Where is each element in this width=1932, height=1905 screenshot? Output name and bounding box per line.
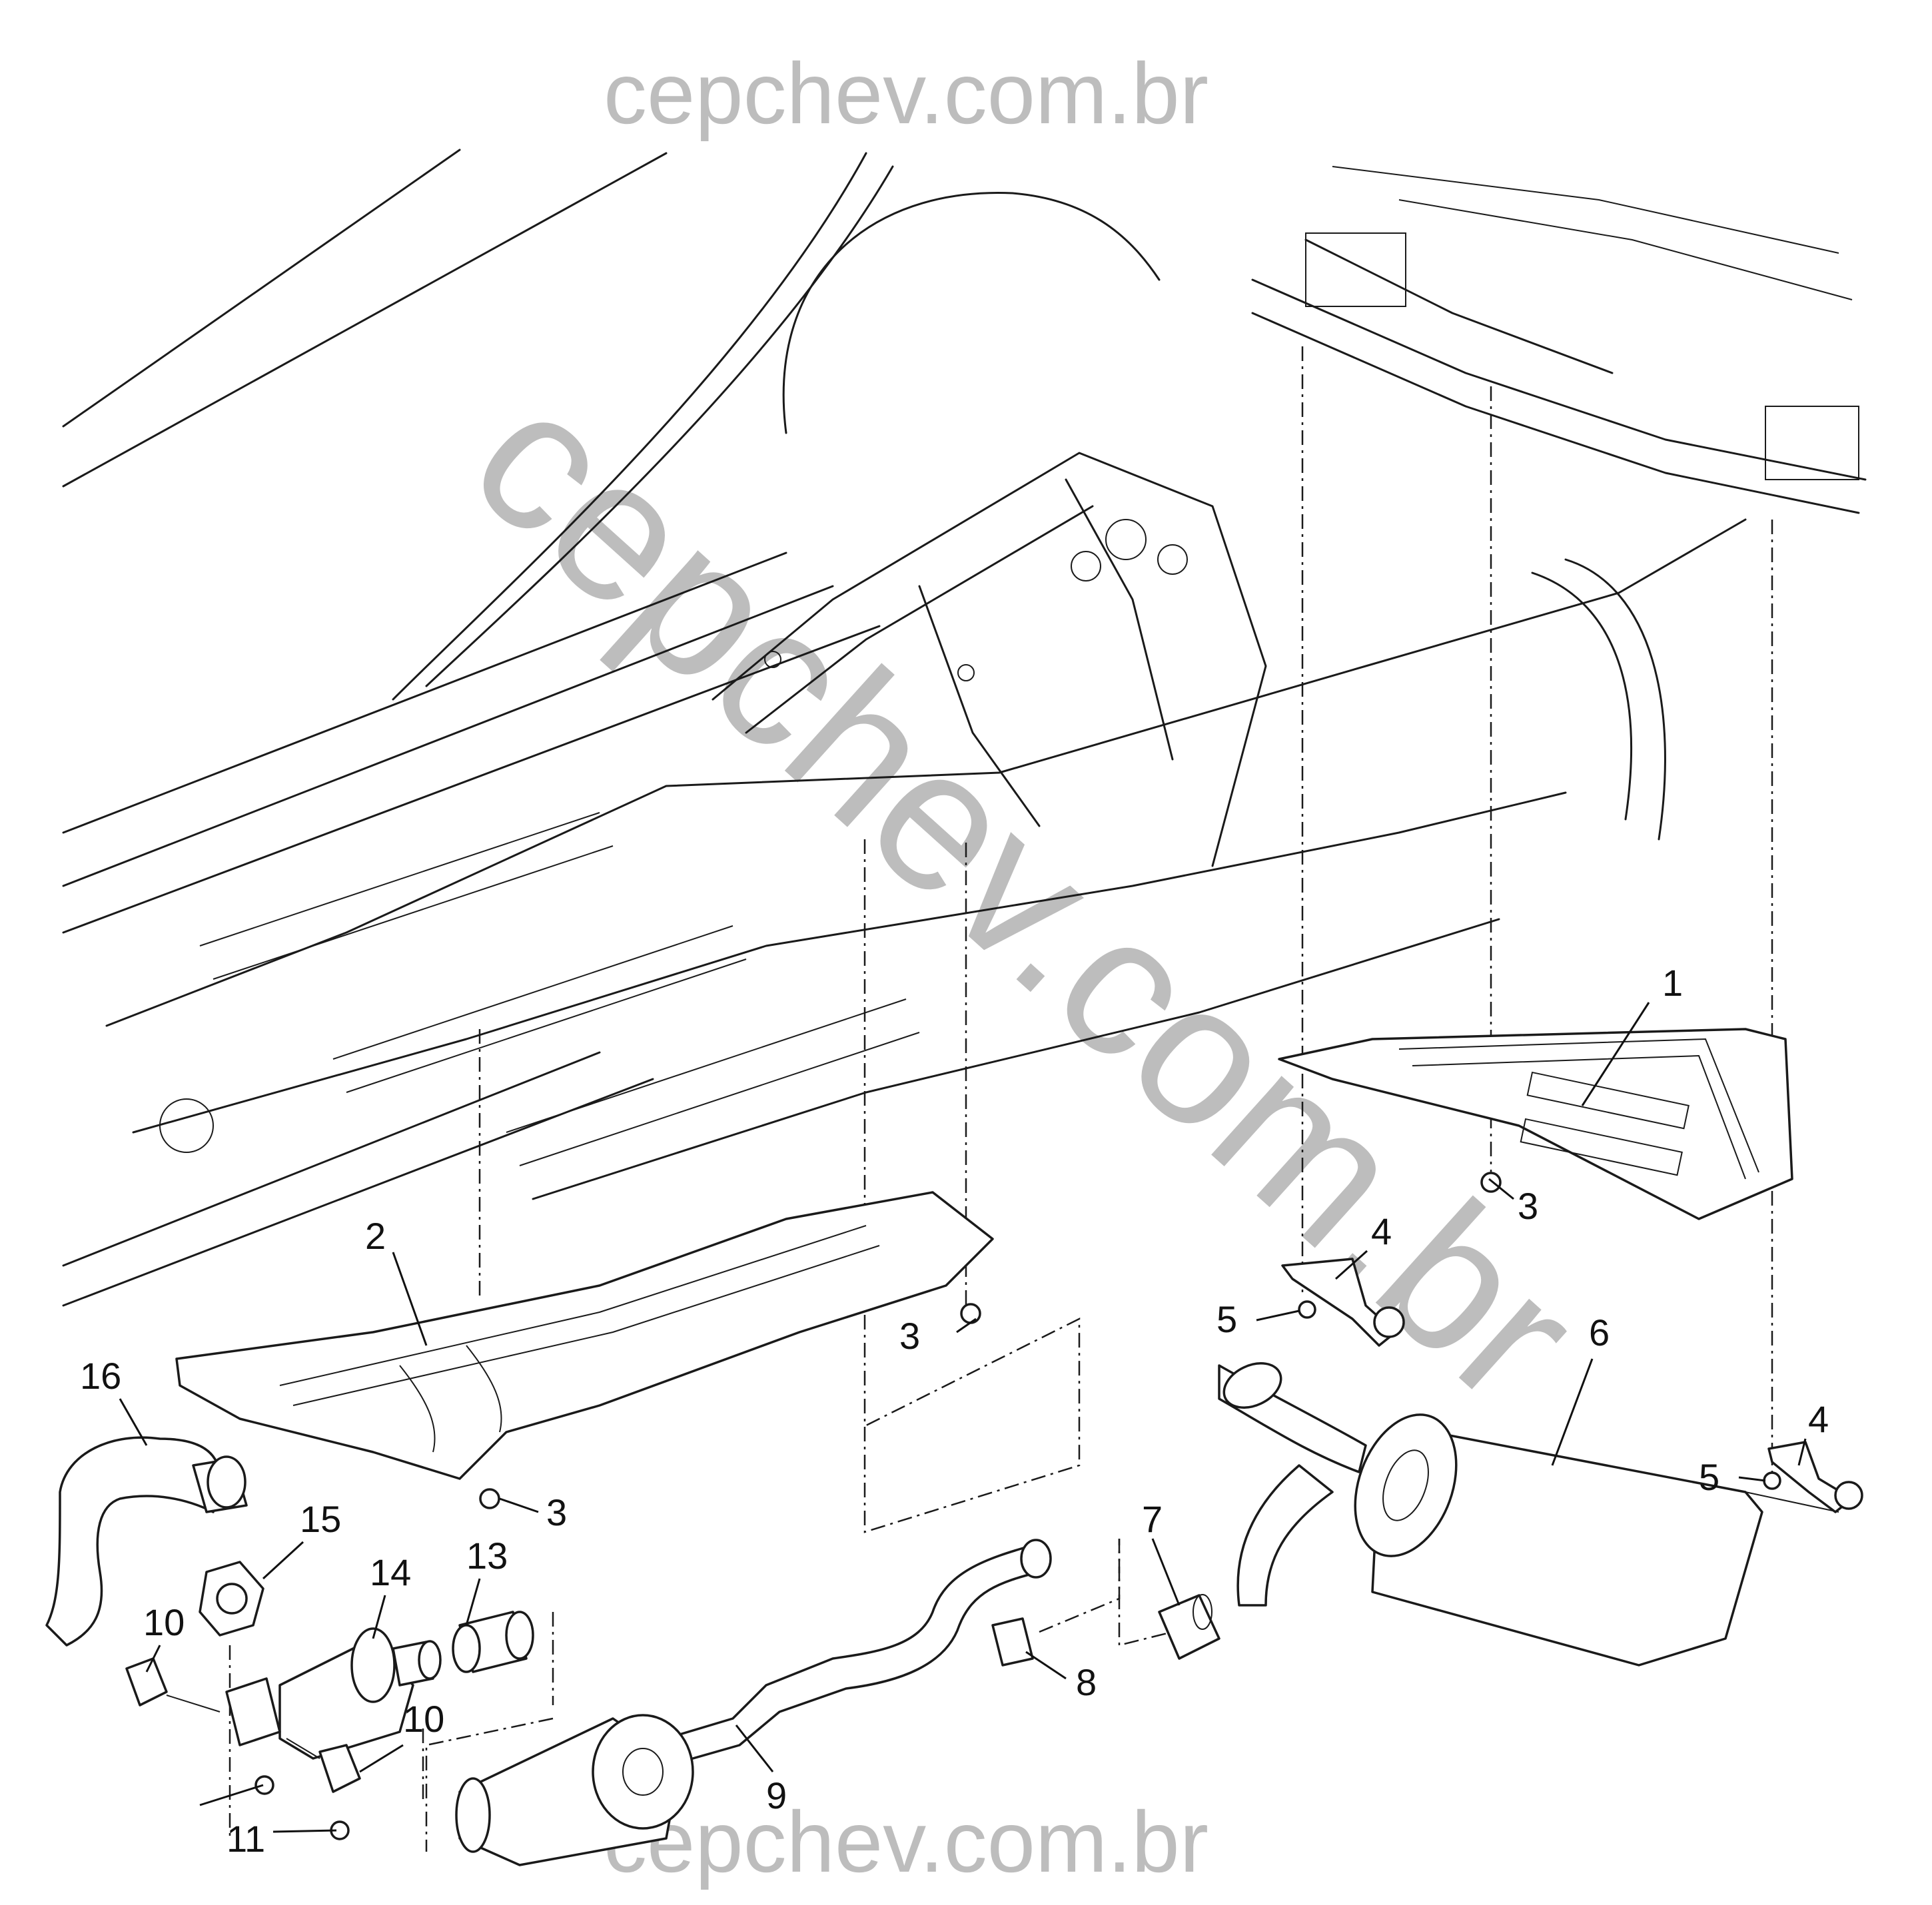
callout-10-right: 10 — [403, 1698, 444, 1740]
callout-3-rear: 3 — [1518, 1185, 1538, 1227]
center-heat-shield — [175, 1191, 994, 1480]
callout-8: 8 — [1076, 1661, 1097, 1703]
callout-14: 14 — [370, 1551, 411, 1593]
callout-13: 13 — [466, 1535, 508, 1577]
callout-2: 2 — [365, 1215, 386, 1257]
vehicle-underbody — [62, 149, 1867, 1307]
isolator-10-right — [286, 1738, 361, 1793]
callout-labels: 1 2 3 3 3 3 4 4 5 5 6 7 8 9 10 10 11 13 … — [80, 962, 1829, 1860]
callout-9: 9 — [766, 1774, 787, 1816]
callout-4-front: 4 — [1371, 1210, 1392, 1252]
callout-3-mid: 3 — [899, 1315, 920, 1357]
watermark-bottom: cepchev.com.br — [604, 1793, 1208, 1890]
callout-5-rear: 5 — [1699, 1456, 1719, 1498]
flange-gasket — [199, 1561, 264, 1637]
clamp-8 — [991, 1617, 1034, 1667]
hanger-rear — [1763, 1441, 1863, 1513]
callout-15: 15 — [300, 1498, 341, 1540]
callout-5-front: 5 — [1216, 1298, 1237, 1340]
rear-muffler — [1218, 1362, 1839, 1667]
watermark-top: cepchev.com.br — [604, 45, 1208, 142]
hanger-front — [1281, 1258, 1405, 1347]
clamp-7 — [1158, 1594, 1220, 1660]
nut-icon — [1480, 1172, 1502, 1193]
front-pipe-flex — [45, 1436, 248, 1647]
callout-10-left: 10 — [143, 1601, 185, 1643]
callout-7: 7 — [1142, 1498, 1163, 1540]
catalytic-converter — [225, 1627, 442, 1760]
callout-6: 6 — [1589, 1312, 1610, 1353]
callout-3-front: 3 — [546, 1491, 567, 1533]
isolator-10-left — [125, 1657, 221, 1713]
intermediate-pipe-resonator — [455, 1539, 1052, 1866]
rear-heat-shield — [1278, 1028, 1793, 1220]
nut-icon — [254, 1775, 274, 1795]
callout-4-rear: 4 — [1808, 1398, 1829, 1440]
callout-1: 1 — [1662, 962, 1683, 1004]
watermark-diagonal: cepchev.com.br — [432, 344, 1620, 1445]
nut-icon — [960, 1303, 981, 1324]
coupling-13 — [452, 1611, 534, 1673]
callout-16: 16 — [80, 1355, 121, 1397]
leader-lines — [119, 1002, 1807, 1833]
callout-11: 11 — [227, 1818, 265, 1860]
nut-icon — [479, 1488, 500, 1509]
